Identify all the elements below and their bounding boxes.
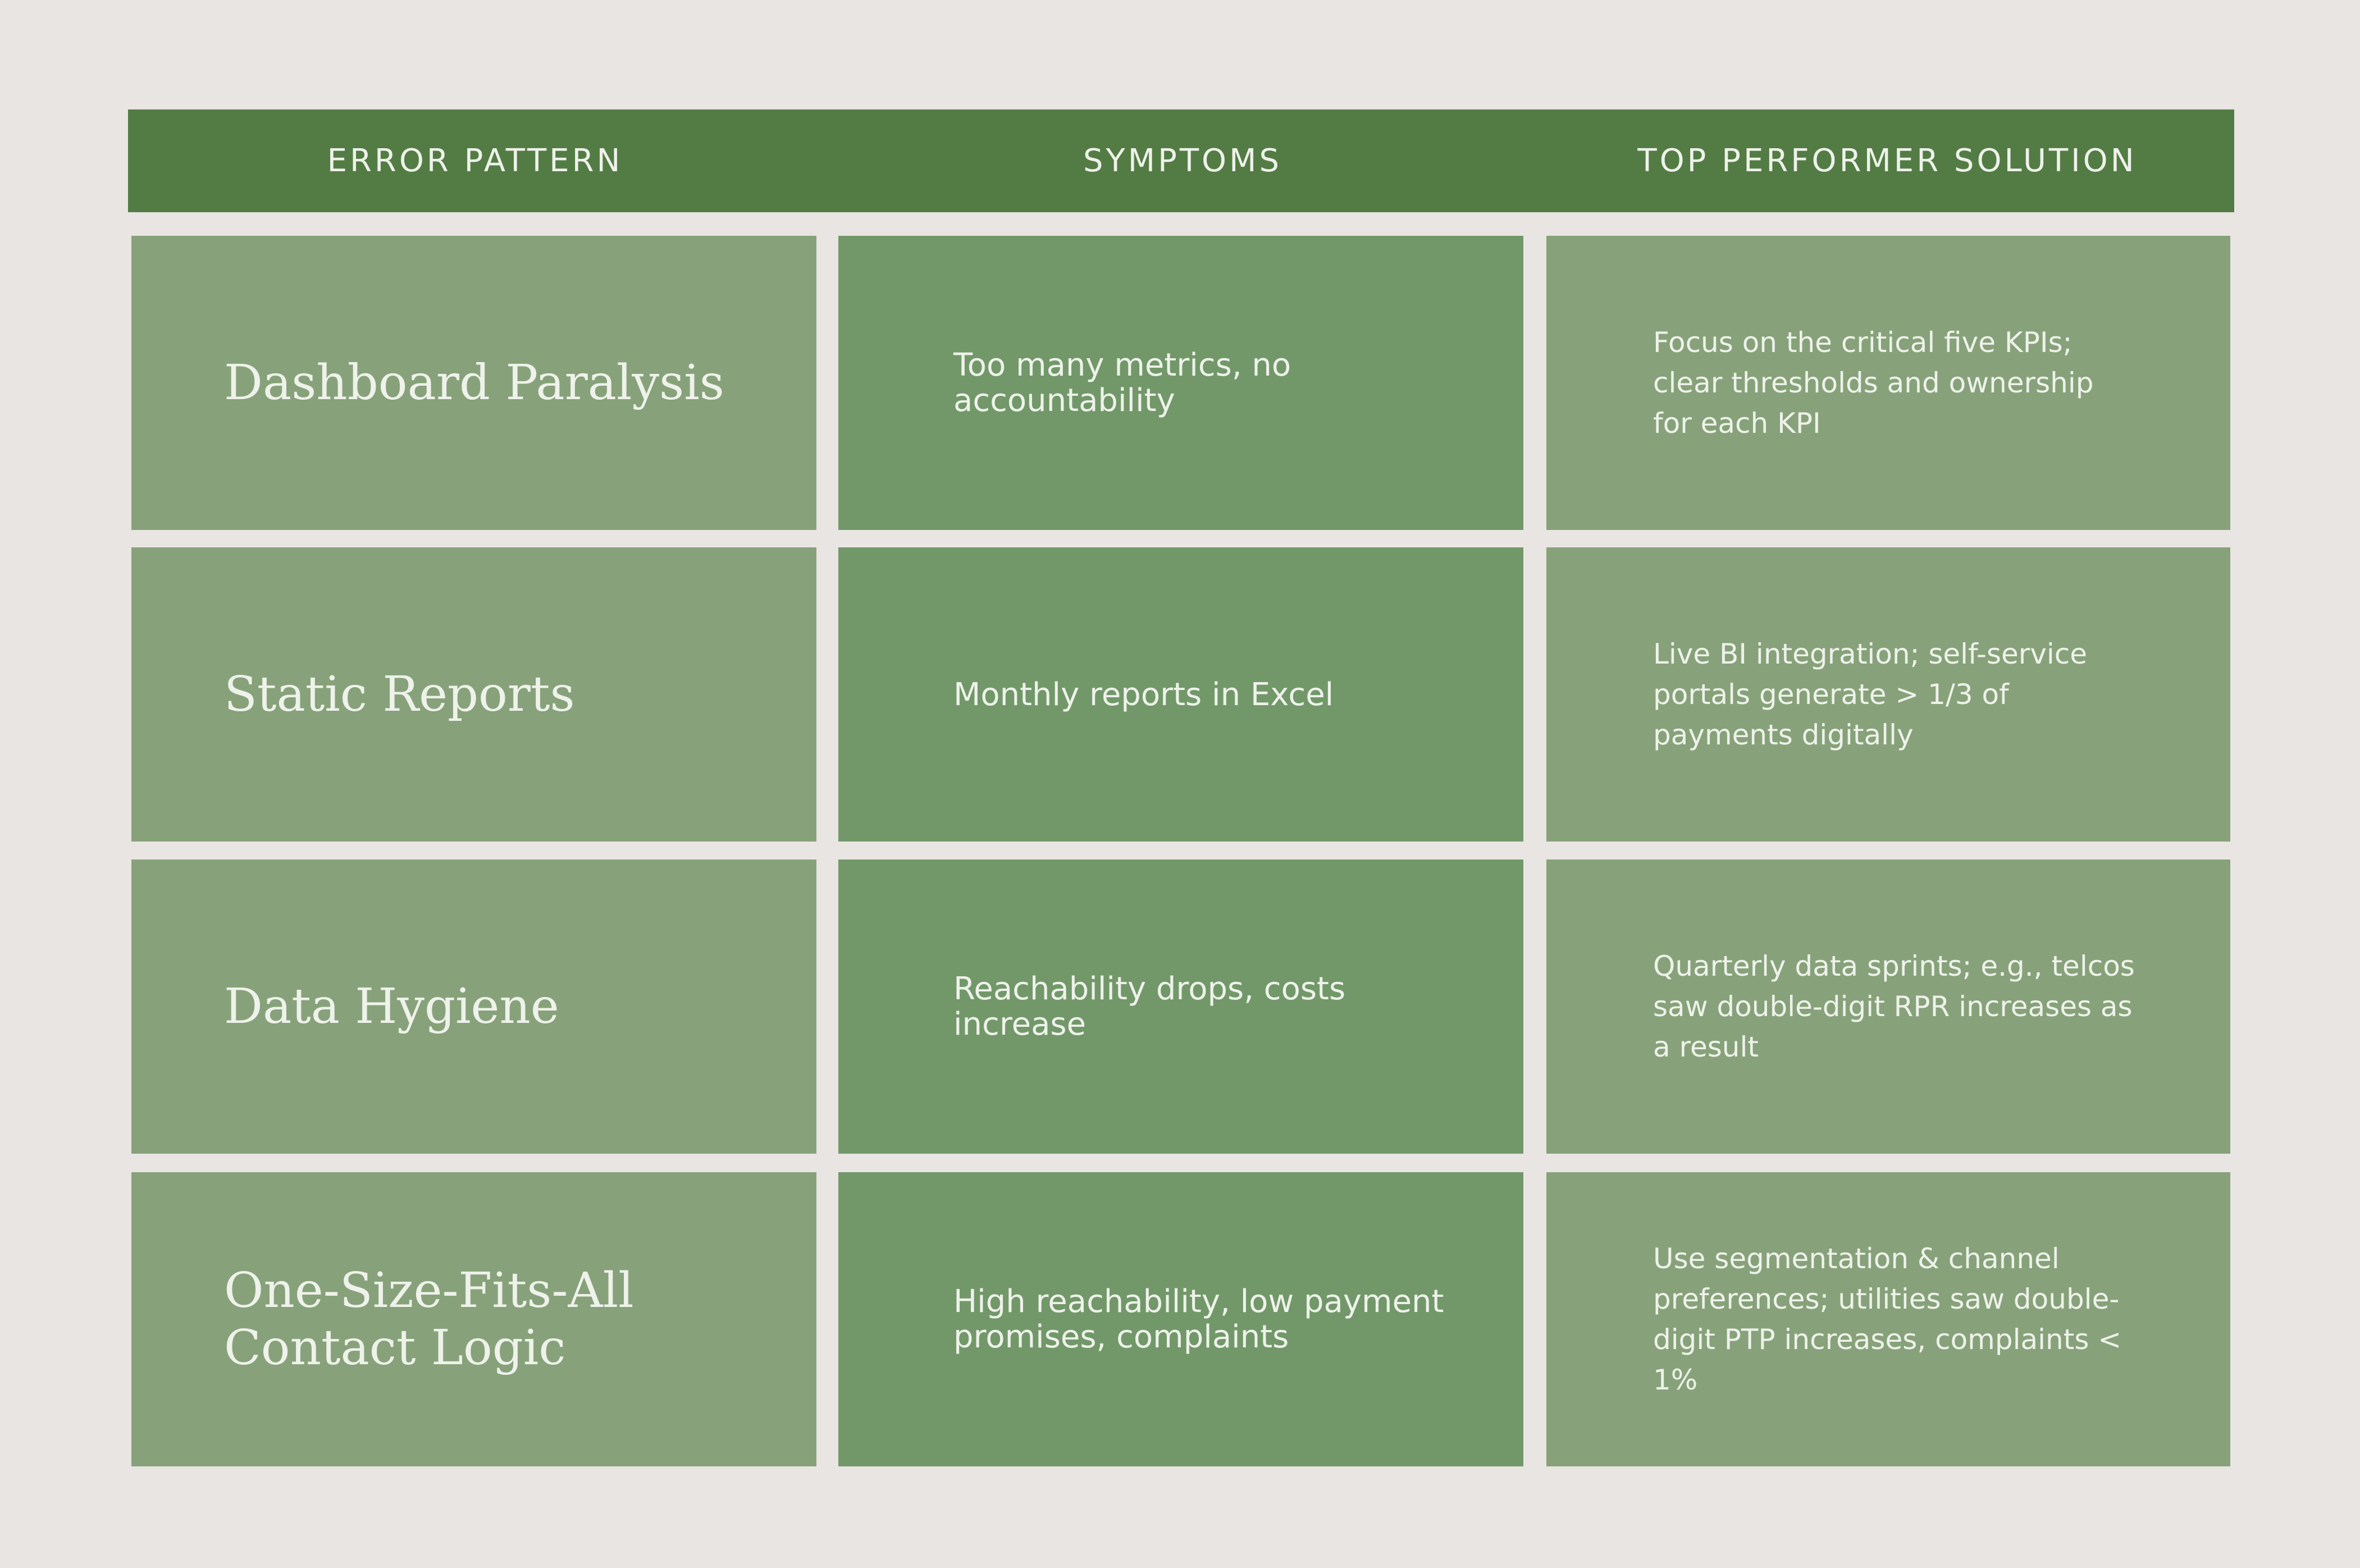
header-top-performer-solution: TOP PERFORMER SOLUTION: [1637, 143, 2137, 179]
solution-cell: Live BI integration; self-service portal…: [1546, 547, 2230, 842]
symptom-cell: High reachability, low payment promises,…: [838, 1172, 1523, 1466]
solution-cell: Quarterly data sprints; e.g., telcos saw…: [1546, 860, 2230, 1154]
pattern-cell: One-Size-Fits-All Contact Logic: [131, 1172, 816, 1466]
pattern-label: Dashboard Paralysis: [224, 355, 724, 411]
symptom-cell: Reachability drops, costs increase: [838, 860, 1523, 1154]
pattern-cell: Dashboard Paralysis: [131, 236, 816, 530]
pattern-label: Static Reports: [224, 666, 575, 723]
header-error-pattern: ERROR PATTERN: [327, 143, 623, 179]
pattern-label: One-Size-Fits-All Contact Logic: [224, 1263, 634, 1376]
solution-cell: Focus on the critical five KPIs; clear t…: [1546, 236, 2230, 530]
solution-cell: Use segmentation & channel preferences; …: [1546, 1172, 2230, 1466]
pattern-cell: Static Reports: [131, 547, 816, 842]
symptom-label: Too many metrics, no accountability: [953, 347, 1291, 419]
solution-label: Use segmentation & channel preferences; …: [1653, 1242, 2122, 1396]
header-symptoms: SYMPTOMS: [1083, 143, 1282, 179]
symptom-label: Reachability drops, costs increase: [953, 971, 1346, 1043]
symptom-label: High reachability, low payment promises,…: [953, 1283, 1444, 1355]
symptom-cell: Monthly reports in Excel: [838, 547, 1523, 842]
symptom-cell: Too many metrics, no accountability: [838, 236, 1523, 530]
solution-label: Live BI integration; self-service portal…: [1653, 638, 2088, 751]
pattern-label: Data Hygiene: [224, 979, 559, 1035]
solution-label: Quarterly data sprints; e.g., telcos saw…: [1653, 950, 2135, 1063]
pattern-cell: Data Hygiene: [131, 860, 816, 1154]
table-header: ERROR PATTERN SYMPTOMS TOP PERFORMER SOL…: [128, 109, 2234, 212]
symptom-label: Monthly reports in Excel: [953, 676, 1334, 713]
solution-label: Focus on the critical five KPIs; clear t…: [1653, 326, 2094, 440]
